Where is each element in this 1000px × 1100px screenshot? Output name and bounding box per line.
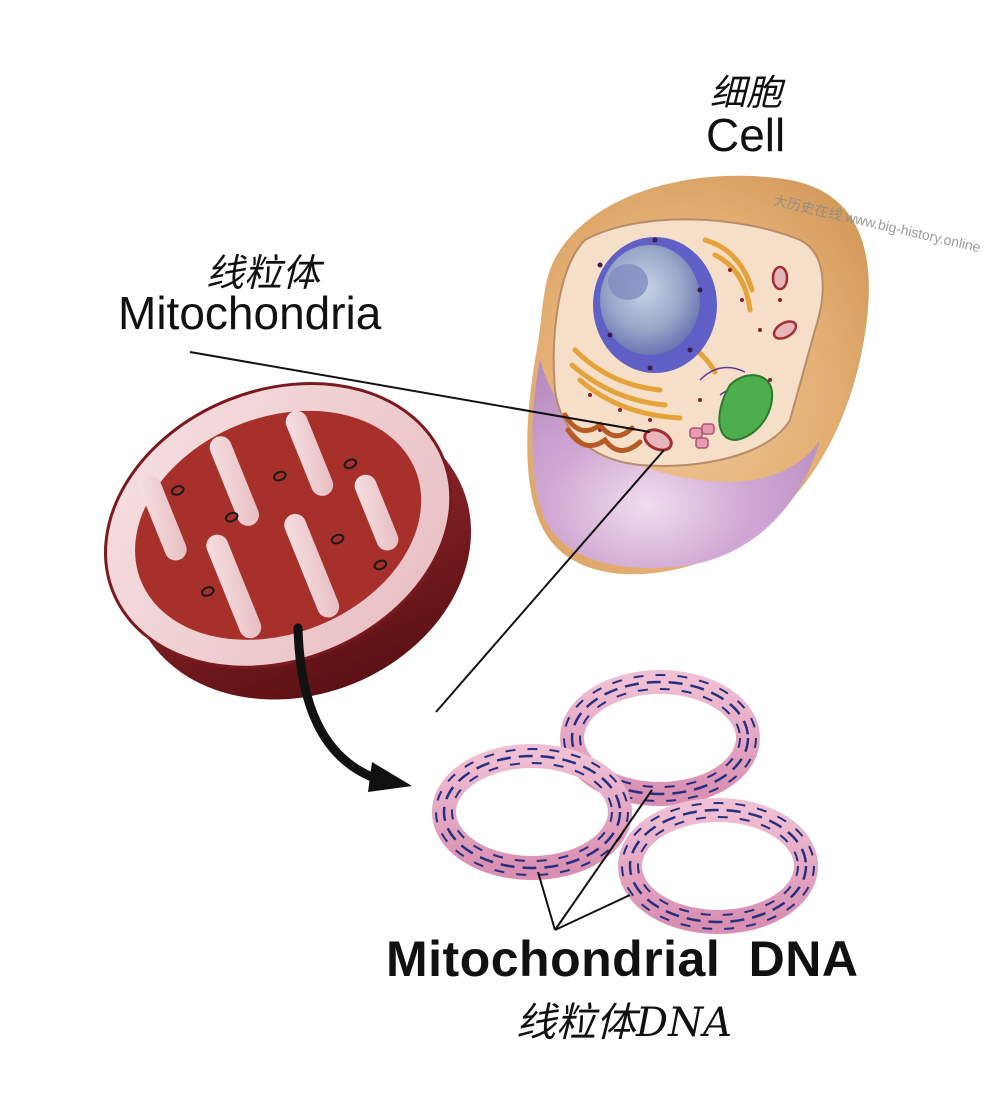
connector-lines xyxy=(189,351,665,713)
mitochondrial-dna-dots xyxy=(170,458,388,597)
golgi-apparatus xyxy=(562,412,643,453)
cell-cytoplasm-shade xyxy=(532,360,820,568)
mitochondrial-dna-label-chinese: 线粒体DNA xyxy=(516,1000,732,1046)
cristae xyxy=(139,410,399,639)
green-organelle xyxy=(718,374,774,442)
dna-ring-left xyxy=(432,744,632,880)
mitochondria-label: Mitochondria xyxy=(118,287,382,339)
dna-rings xyxy=(432,670,818,934)
dna-ring-right xyxy=(618,798,818,934)
dna-ring-top xyxy=(560,670,760,806)
ribosomes xyxy=(588,268,782,432)
cell-mitochondrion-highlight xyxy=(643,265,798,452)
cell-illustration xyxy=(527,175,869,575)
vesicles xyxy=(689,423,715,449)
mitochondrion-illustration xyxy=(104,382,472,700)
cell-label-chinese: 细胞 xyxy=(710,73,783,114)
mitochondrial-dna-label: Mitochondrial DNA xyxy=(386,931,859,987)
dna-pointer-lines xyxy=(537,789,653,931)
cell-label: Cell xyxy=(706,109,786,161)
nucleus xyxy=(600,245,700,355)
nucleolus xyxy=(608,264,648,300)
nuclear-pores xyxy=(597,237,703,371)
arrow-to-dna xyxy=(293,623,412,792)
mitochondria-label-chinese: 线粒体 xyxy=(206,251,321,295)
